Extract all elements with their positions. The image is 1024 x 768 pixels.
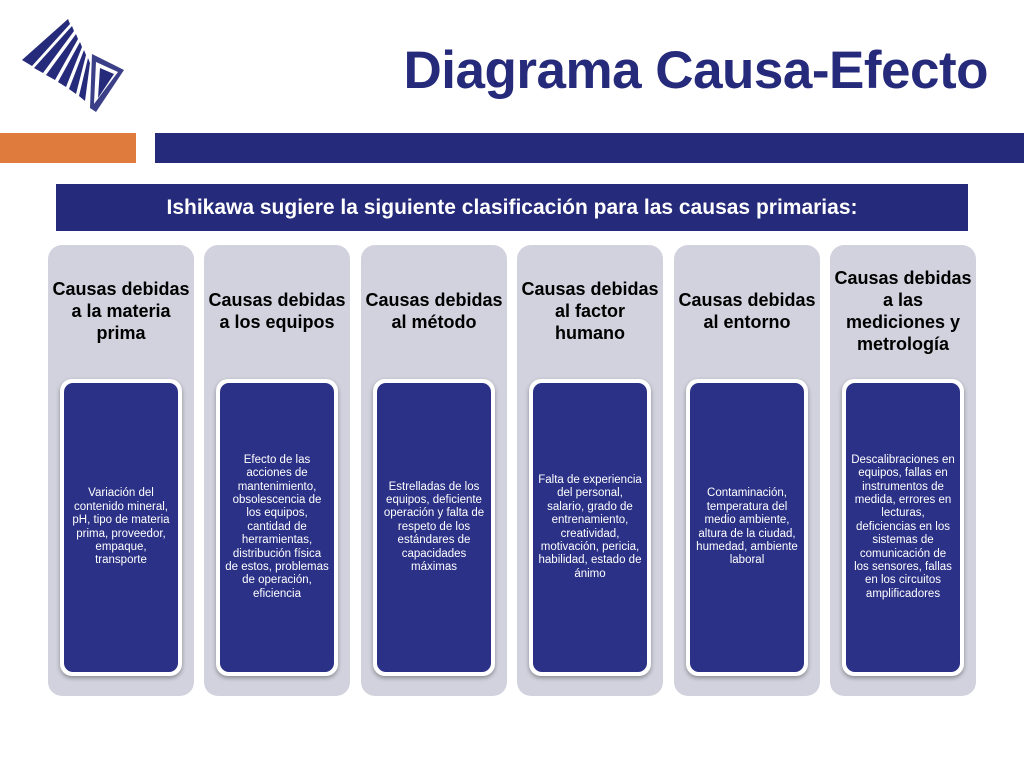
cause-column-materia-prima: Causas debidas a la materia prima Variac… (48, 245, 194, 696)
cause-column-heading: Causas debidas a la materia prima (52, 279, 190, 343)
cause-detail-panel: Descalibraciones en equipos, fallas en i… (846, 383, 960, 672)
cause-column-entorno: Causas debidas al entorno Contaminación,… (674, 245, 820, 696)
cause-detail-text: Efecto de las acciones de mantenimiento,… (225, 453, 329, 600)
cause-detail-panel: Estrelladas de los equipos, deficiente o… (377, 383, 491, 672)
cause-detail-card: Falta de experiencia del personal, salar… (529, 379, 651, 676)
cause-detail-text: Falta de experiencia del personal, salar… (538, 473, 642, 580)
cause-detail-panel: Falta de experiencia del personal, salar… (533, 383, 647, 672)
cause-column-heading: Causas debidas a los equipos (208, 290, 346, 332)
cause-column-heading: Causas debidas al entorno (678, 290, 816, 332)
cause-detail-panel: Variación del contenido mineral, pH, tip… (64, 383, 178, 672)
subtitle-banner: Ishikawa sugiere la siguiente clasificac… (56, 184, 968, 231)
cause-column-heading: Causas debidas al método (365, 290, 503, 332)
accent-bar-blue (155, 133, 1024, 163)
cause-detail-text: Estrelladas de los equipos, deficiente o… (383, 480, 485, 574)
cause-detail-card: Efecto de las acciones de mantenimiento,… (216, 379, 338, 676)
cause-detail-card: Contaminación, temperatura del medio amb… (686, 379, 808, 676)
cause-detail-card: Variación del contenido mineral, pH, tip… (60, 379, 182, 676)
cause-detail-panel: Contaminación, temperatura del medio amb… (690, 383, 804, 672)
cause-detail-text: Descalibraciones en equipos, fallas en i… (851, 453, 955, 600)
cause-detail-card: Estrelladas de los equipos, deficiente o… (373, 379, 495, 676)
cause-detail-text: Contaminación, temperatura del medio amb… (696, 487, 798, 567)
cause-column-metodo: Causas debidas al método Estrelladas de … (361, 245, 507, 696)
cause-column-heading: Causas debidas al factor humano (521, 279, 659, 343)
cause-column-factor-humano: Causas debidas al factor humano Falta de… (517, 245, 663, 696)
accent-bar-orange (0, 133, 136, 163)
cause-columns: Causas debidas a la materia prima Variac… (48, 245, 976, 696)
cause-column-equipos: Causas debidas a los equipos Efecto de l… (204, 245, 350, 696)
striped-wing-logo-icon (22, 19, 124, 112)
page-title: Diagrama Causa-Efecto (403, 41, 989, 100)
cause-detail-panel: Efecto de las acciones de mantenimiento,… (220, 383, 334, 672)
cause-column-heading: Causas debidas a las mediciones y metrol… (834, 268, 972, 354)
cause-detail-card: Descalibraciones en equipos, fallas en i… (842, 379, 964, 676)
cause-column-mediciones: Causas debidas a las mediciones y metrol… (830, 245, 976, 696)
cause-detail-text: Variación del contenido mineral, pH, tip… (72, 487, 170, 567)
